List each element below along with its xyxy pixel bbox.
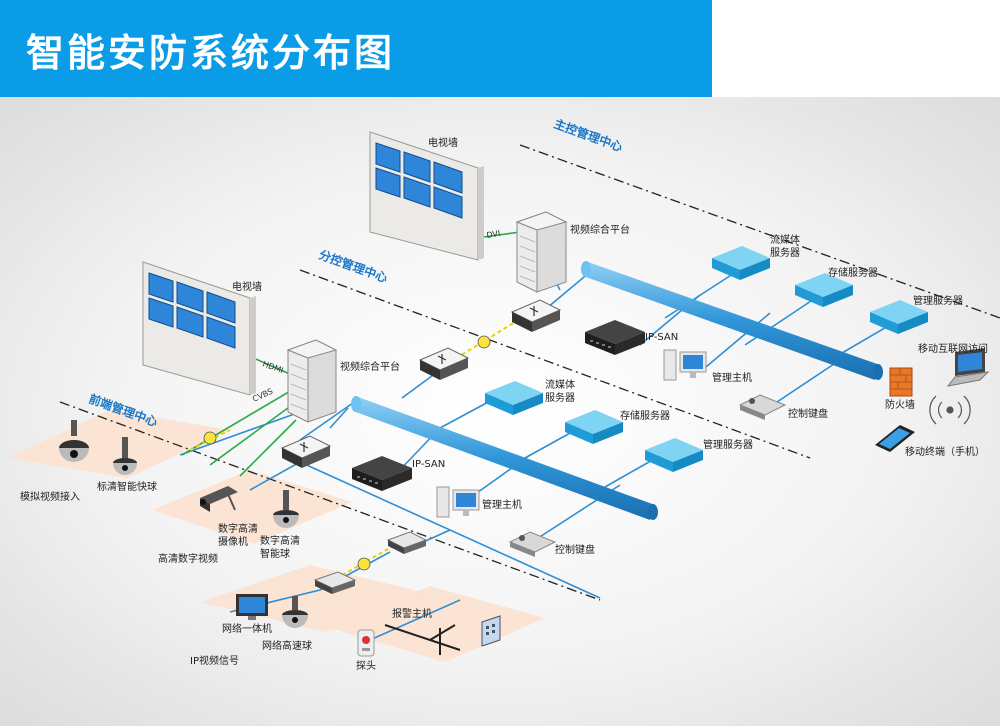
network-allinone-label: 网络一体机 (222, 622, 272, 635)
zone-label-main: 主控管理中心 (552, 116, 625, 155)
title-banner: 智能安防系统分布图 (0, 0, 712, 97)
network-speed-dome-label: 网络高速球 (262, 639, 312, 652)
video-platform-branch-label: 视频综合平台 (340, 360, 400, 373)
analog-dome-icon (59, 420, 89, 462)
ip-san-main-label: IP-SAN (645, 332, 678, 343)
sd-speed-dome-icon (113, 437, 137, 475)
ip-san-main: IP-SAN (585, 320, 678, 355)
video-platform-branch: 视频综合平台 (286, 339, 400, 423)
hd-dome-label-2: 智能球 (260, 547, 290, 560)
encoder-box-2 (386, 531, 428, 554)
network-speed-dome-icon (282, 596, 308, 628)
firewall-label: 防火墙 (885, 398, 915, 411)
control-keyboard-main-label: 控制键盘 (788, 407, 828, 420)
backbone-main (581, 261, 883, 380)
network-diagram: 主控管理中心 分控管理中心 前端管理中心 (8, 116, 1000, 672)
video-platform-main-label: 视频综合平台 (570, 223, 630, 236)
hd-digital-video-label: 高清数字视频 (158, 552, 218, 565)
streaming-server-branch-label-2: 服务器 (545, 391, 575, 404)
detector-label: 探头 (356, 659, 376, 672)
streaming-server-main: 流媒体 服务器 (712, 233, 800, 280)
switch-branch-1 (418, 347, 470, 380)
streaming-server-branch: 流媒体 服务器 (485, 378, 575, 415)
hd-camera-label-2: 摄像机 (218, 535, 248, 548)
switch-branch-2 (280, 435, 332, 468)
ip-san-branch-label: IP-SAN (412, 459, 445, 470)
hd-dome-label-1: 数字高清 (260, 534, 300, 547)
video-links (181, 231, 521, 477)
mgmt-host-main-label: 管理主机 (712, 371, 752, 384)
storage-server-main-label: 存储服务器 (828, 266, 878, 279)
backbone-branch (351, 396, 658, 520)
ip-san-branch: IP-SAN (352, 456, 445, 491)
detector-icon (357, 629, 375, 657)
analog-input-label: 模拟视频接入 (20, 490, 80, 503)
zone-hd (152, 470, 352, 544)
alarm-bus (384, 624, 461, 655)
streaming-server-main-label-1: 流媒体 (770, 233, 800, 246)
wireless-icon (929, 395, 971, 425)
front-boundary (59, 401, 601, 601)
mobile-terminal-label: 移动终端（手机） (905, 445, 985, 458)
main-boundary (519, 144, 1000, 319)
laptop-icon: 移动互联网访问 (918, 342, 990, 387)
mgmt-host-branch-label: 管理主机 (482, 498, 522, 511)
zone-alarm (330, 586, 545, 662)
zone-boundaries (59, 144, 1000, 601)
mgmt-host-branch: 管理主机 (436, 486, 522, 518)
storage-server-main: 存储服务器 (795, 266, 878, 307)
video-platform-main: 视频综合平台 (515, 211, 630, 293)
tv-wall-main: 电视墙 (369, 131, 484, 261)
alarm-panel-icon (481, 615, 501, 647)
tv-wall-main-label: 电视墙 (428, 136, 458, 149)
mgmt-server-branch-label: 管理服务器 (703, 438, 753, 451)
page-title: 智能安防系统分布图 (26, 31, 396, 75)
diagram-canvas: 主控管理中心 分控管理中心 前端管理中心 (0, 97, 1000, 726)
control-keyboard-branch-label: 控制键盘 (555, 543, 595, 556)
control-keyboard-main: 控制键盘 (738, 394, 828, 420)
encoder-box-1 (313, 571, 357, 594)
alarm-host-label: 报警主机 (392, 607, 432, 620)
hd-dome-icon (273, 490, 299, 528)
sd-dome-label: 标清智能快球 (97, 480, 157, 493)
zone-analog (8, 410, 230, 478)
mgmt-server-main: 管理服务器 (870, 294, 963, 334)
tv-wall-branch-label: 电视墙 (232, 280, 262, 293)
storage-server-branch: 存储服务器 (565, 409, 670, 444)
streaming-server-branch-label-1: 流媒体 (545, 378, 575, 391)
switch-main (510, 299, 562, 332)
mgmt-server-main-label: 管理服务器 (913, 294, 963, 307)
streaming-server-main-label-2: 服务器 (770, 246, 800, 259)
mgmt-host-main: 管理主机 (663, 349, 752, 384)
mgmt-server-branch: 管理服务器 (645, 438, 753, 472)
hd-camera-icon (200, 486, 238, 512)
tv-wall-branch: 电视墙 (142, 261, 262, 396)
front-zones (8, 410, 545, 662)
ip-video-signal-label: IP视频信号 (190, 654, 239, 667)
hdmi-label: HDMI (261, 359, 284, 375)
mobile-phone-icon: 移动终端（手机） (875, 425, 985, 458)
network-allinone-icon (236, 594, 268, 620)
firewall: 防火墙 (885, 367, 915, 411)
hd-camera-label-1: 数字高清 (218, 522, 258, 535)
mobile-internet-label: 移动互联网访问 (918, 342, 988, 355)
fiber-converters (203, 335, 491, 571)
storage-server-branch-label: 存储服务器 (620, 409, 670, 422)
control-keyboard-branch: 控制键盘 (508, 531, 595, 557)
dvi-label: DVI (486, 229, 501, 240)
